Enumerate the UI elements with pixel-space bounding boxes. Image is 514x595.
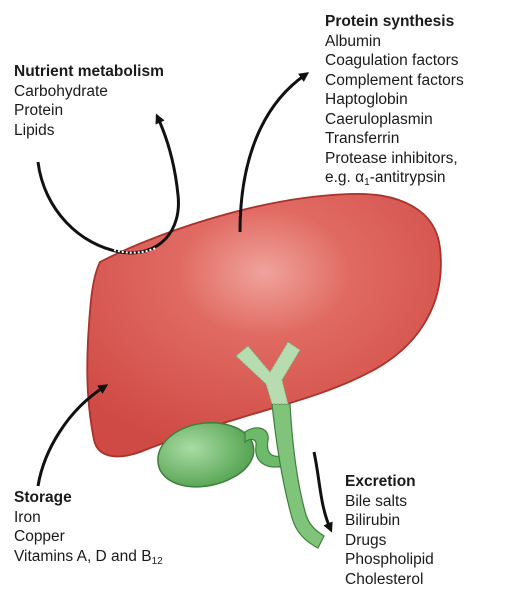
storage-label: Storage Iron Copper Vitamins A, D and B1…: [14, 488, 163, 571]
protein-item: Caeruloplasmin: [325, 110, 464, 130]
vitamin-subscript: 12: [152, 556, 163, 567]
storage-heading: Storage: [14, 488, 163, 508]
protein-item: Haptoglobin: [325, 90, 464, 110]
liver-shape: [87, 194, 441, 457]
storage-item: Iron: [14, 508, 163, 528]
protein-item: Albumin: [325, 32, 464, 52]
protein-item: Complement factors: [325, 71, 464, 91]
protein-item: Coagulation factors: [325, 51, 464, 71]
alpha-symbol: α: [355, 169, 364, 186]
example-prefix: e.g.: [325, 169, 355, 186]
nutrient-item: Protein: [14, 101, 164, 121]
protein-item-example: e.g. α1-antitrypsin: [325, 168, 464, 193]
nutrient-item: Lipids: [14, 121, 164, 141]
nutrient-item: Carbohydrate: [14, 82, 164, 102]
protein-item: Protease inhibitors,: [325, 149, 464, 169]
protein-synthesis-heading: Protein synthesis: [325, 12, 464, 32]
excretion-item: Bilirubin: [345, 511, 434, 531]
common-bile-duct: [272, 404, 324, 548]
protein-item: Transferrin: [325, 129, 464, 149]
excretion-arrow: [314, 452, 330, 528]
excretion-item: Bile salts: [345, 492, 434, 512]
excretion-item: Drugs: [345, 531, 434, 551]
excretion-label: Excretion Bile salts Bilirubin Drugs Pho…: [345, 472, 434, 589]
nutrient-metabolism-label: Nutrient metabolism Carbohydrate Protein…: [14, 62, 164, 140]
storage-item-vitamins: Vitamins A, D and B12: [14, 547, 163, 572]
example-suffix: -antitrypsin: [370, 169, 446, 186]
nutrient-metabolism-heading: Nutrient metabolism: [14, 62, 164, 82]
excretion-item: Phospholipid: [345, 550, 434, 570]
vitamin-text: Vitamins A, D and B: [14, 548, 152, 565]
protein-synthesis-label: Protein synthesis Albumin Coagulation fa…: [325, 12, 464, 193]
excretion-heading: Excretion: [345, 472, 434, 492]
storage-item: Copper: [14, 527, 163, 547]
excretion-item: Cholesterol: [345, 570, 434, 590]
